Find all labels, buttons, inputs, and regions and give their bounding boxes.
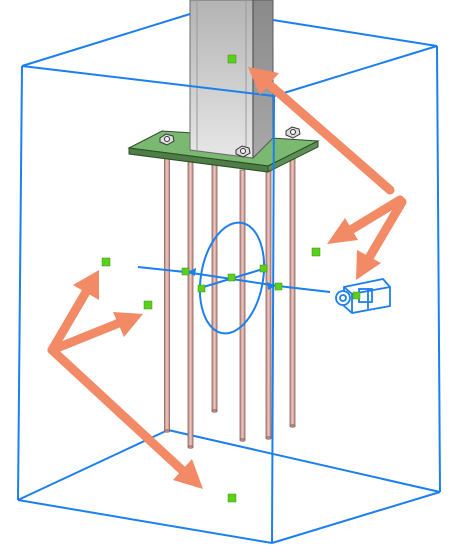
- callout-arrow: [47, 312, 143, 355]
- section-box-grip-left[interactable]: [101, 257, 111, 267]
- section-box-grip-top[interactable]: [227, 54, 237, 64]
- callout-arrow: [356, 197, 407, 280]
- anchor-bolt: [239, 169, 246, 441]
- anchor-nut: [159, 133, 175, 146]
- callout-arrow: [248, 67, 395, 195]
- anchor-bolt: [187, 159, 194, 448]
- section-box[interactable]: [17, 13, 441, 544]
- section-box-grip-front[interactable]: [143, 300, 153, 310]
- anchor-nut: [285, 126, 301, 139]
- callout-arrows: [47, 67, 407, 489]
- rotation-grip-center[interactable]: [227, 273, 236, 282]
- anchor-nuts: [159, 126, 301, 158]
- view-control-grip[interactable]: [352, 291, 361, 300]
- callout-arrow: [47, 270, 99, 355]
- anchor-bolt: [265, 167, 272, 439]
- view-control-icon[interactable]: [335, 278, 391, 314]
- section-box-grip-bottom[interactable]: [227, 493, 237, 503]
- anchor-bolt: [211, 164, 218, 412]
- section-box-grip-right[interactable]: [311, 247, 321, 257]
- anchor-bolt: [289, 139, 296, 427]
- move-arrow-left: [187, 268, 196, 276]
- callout-arrow: [47, 345, 203, 489]
- move-arrow-right: [267, 282, 276, 290]
- rotation-grip-bottom[interactable]: [197, 284, 206, 293]
- rotation-grip-right[interactable]: [274, 282, 283, 291]
- rotation-grip-left[interactable]: [181, 267, 190, 276]
- anchor-bolt: [164, 154, 170, 432]
- rotation-grip-top[interactable]: [259, 264, 268, 273]
- anchor-nut: [235, 145, 251, 158]
- grips: [101, 54, 361, 503]
- anchor-bolts: [163, 139, 296, 449]
- callout-arrow: [327, 195, 405, 244]
